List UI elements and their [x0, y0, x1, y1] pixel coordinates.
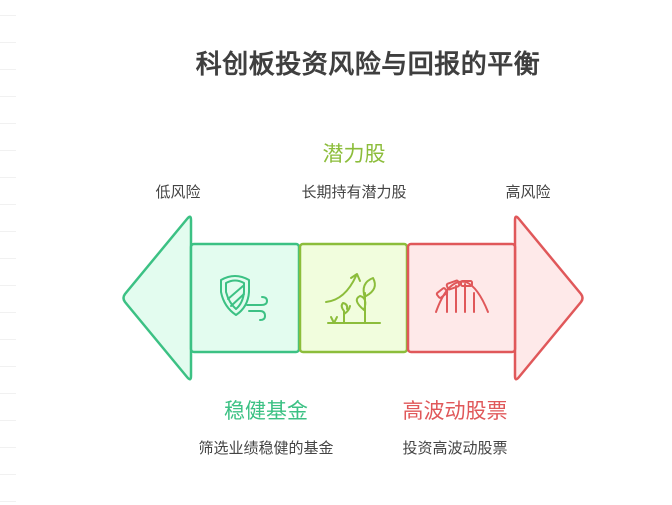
box-potential-stocks	[298, 242, 409, 354]
steady-funds-title: 稳健基金	[224, 399, 308, 423]
growing-plant-icon	[325, 273, 381, 324]
high-risk-label: 高风险	[505, 183, 551, 201]
box-steady-funds	[189, 242, 301, 354]
potential-stocks-title: 潜力股	[322, 142, 386, 166]
roller-coaster-icon	[435, 279, 489, 313]
box-volatile-stocks	[406, 242, 517, 354]
steady-funds-description: 筛选业绩稳健的基金	[198, 439, 334, 457]
left-arrowhead	[122, 215, 193, 381]
right-arrowhead	[513, 215, 584, 381]
volatile-stocks-title: 高波动股票	[402, 399, 508, 423]
volatile-stocks-description: 投资高波动股票	[402, 439, 508, 457]
shield-wind-icon	[220, 275, 268, 321]
low-risk-label: 低风险	[155, 183, 201, 201]
background-gridlines	[0, 0, 16, 505]
page-title: 科创板投资风险与回报的平衡	[195, 50, 541, 80]
potential-stocks-description: 长期持有潜力股	[301, 183, 407, 201]
